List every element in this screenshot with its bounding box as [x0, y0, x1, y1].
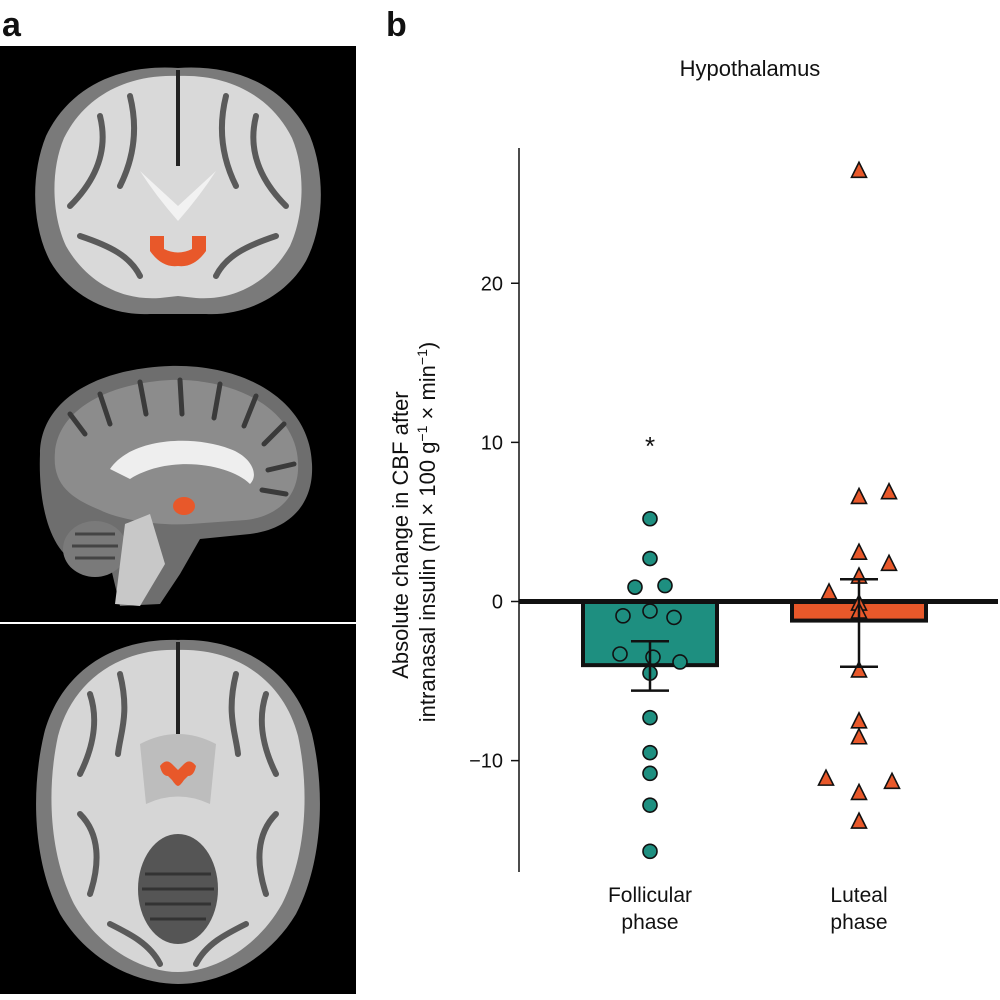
data-point: [880, 553, 898, 572]
data-point: [880, 481, 898, 500]
data-point: [642, 603, 658, 619]
hypothalamus-highlight: [150, 236, 206, 267]
data-point: [642, 550, 658, 567]
data-point: [817, 768, 835, 786]
data-point: [850, 726, 868, 745]
data-point: [850, 160, 868, 179]
data-point: [612, 646, 628, 662]
chart-hypothalamus: Hypothalamus Absolute change in CBF afte…: [388, 56, 998, 934]
y-axis-label: Absolute change in CBF after intranasal …: [388, 342, 440, 722]
panel-label-b: b: [386, 6, 407, 44]
data-point: [850, 782, 868, 801]
data-point: [642, 709, 658, 726]
data-point: [642, 765, 658, 782]
data-point: [615, 608, 631, 624]
data-point: [645, 649, 661, 665]
x-category-label: Follicular: [608, 884, 692, 907]
brain-axial-image: [0, 624, 356, 994]
data-point: [850, 660, 868, 678]
data-point: [666, 609, 682, 626]
data-point: [850, 542, 868, 560]
x-category-label: Luteal: [830, 884, 887, 907]
significance-marker: *: [645, 431, 655, 461]
x-category-label: phase: [830, 911, 887, 934]
data-point: [642, 510, 658, 527]
brain-sagittal-image: [0, 334, 356, 622]
y-tick-label: 0: [492, 591, 503, 613]
hypothalamus-highlight: [160, 761, 196, 786]
y-axis-label-end: ): [415, 342, 440, 349]
data-point: [850, 711, 868, 729]
y-axis-label-mid: × min: [415, 365, 440, 426]
data-point: [850, 811, 868, 829]
data-point: [642, 843, 658, 860]
plot-area: −10 0 10 20 * Follicular phase Luteal phase: [469, 148, 998, 934]
data-point: [657, 577, 673, 594]
data-point: [642, 744, 658, 761]
y-axis-label-line2: intranasal insulin (ml × 100 g: [415, 442, 440, 723]
brain-coronal-image: [0, 46, 356, 334]
chart-title: Hypothalamus: [680, 56, 821, 81]
y-axis-label-sup2: −1: [414, 349, 430, 365]
data-point: [627, 579, 643, 595]
y-tick-label: −10: [469, 751, 503, 773]
hypothalamus-highlight: [173, 497, 195, 515]
x-category-label: phase: [621, 911, 678, 934]
data-point: [642, 797, 658, 813]
y-tick-label: 10: [481, 432, 503, 454]
data-point: [850, 486, 868, 505]
data-point: [820, 582, 838, 600]
y-tick-label: 20: [481, 273, 503, 295]
y-axis-label-line1: Absolute change in CBF after: [388, 391, 413, 678]
data-point: [672, 654, 688, 670]
data-point: [883, 771, 901, 790]
panel-label-a: a: [2, 6, 21, 44]
y-axis-label-sup1: −1: [414, 425, 430, 441]
